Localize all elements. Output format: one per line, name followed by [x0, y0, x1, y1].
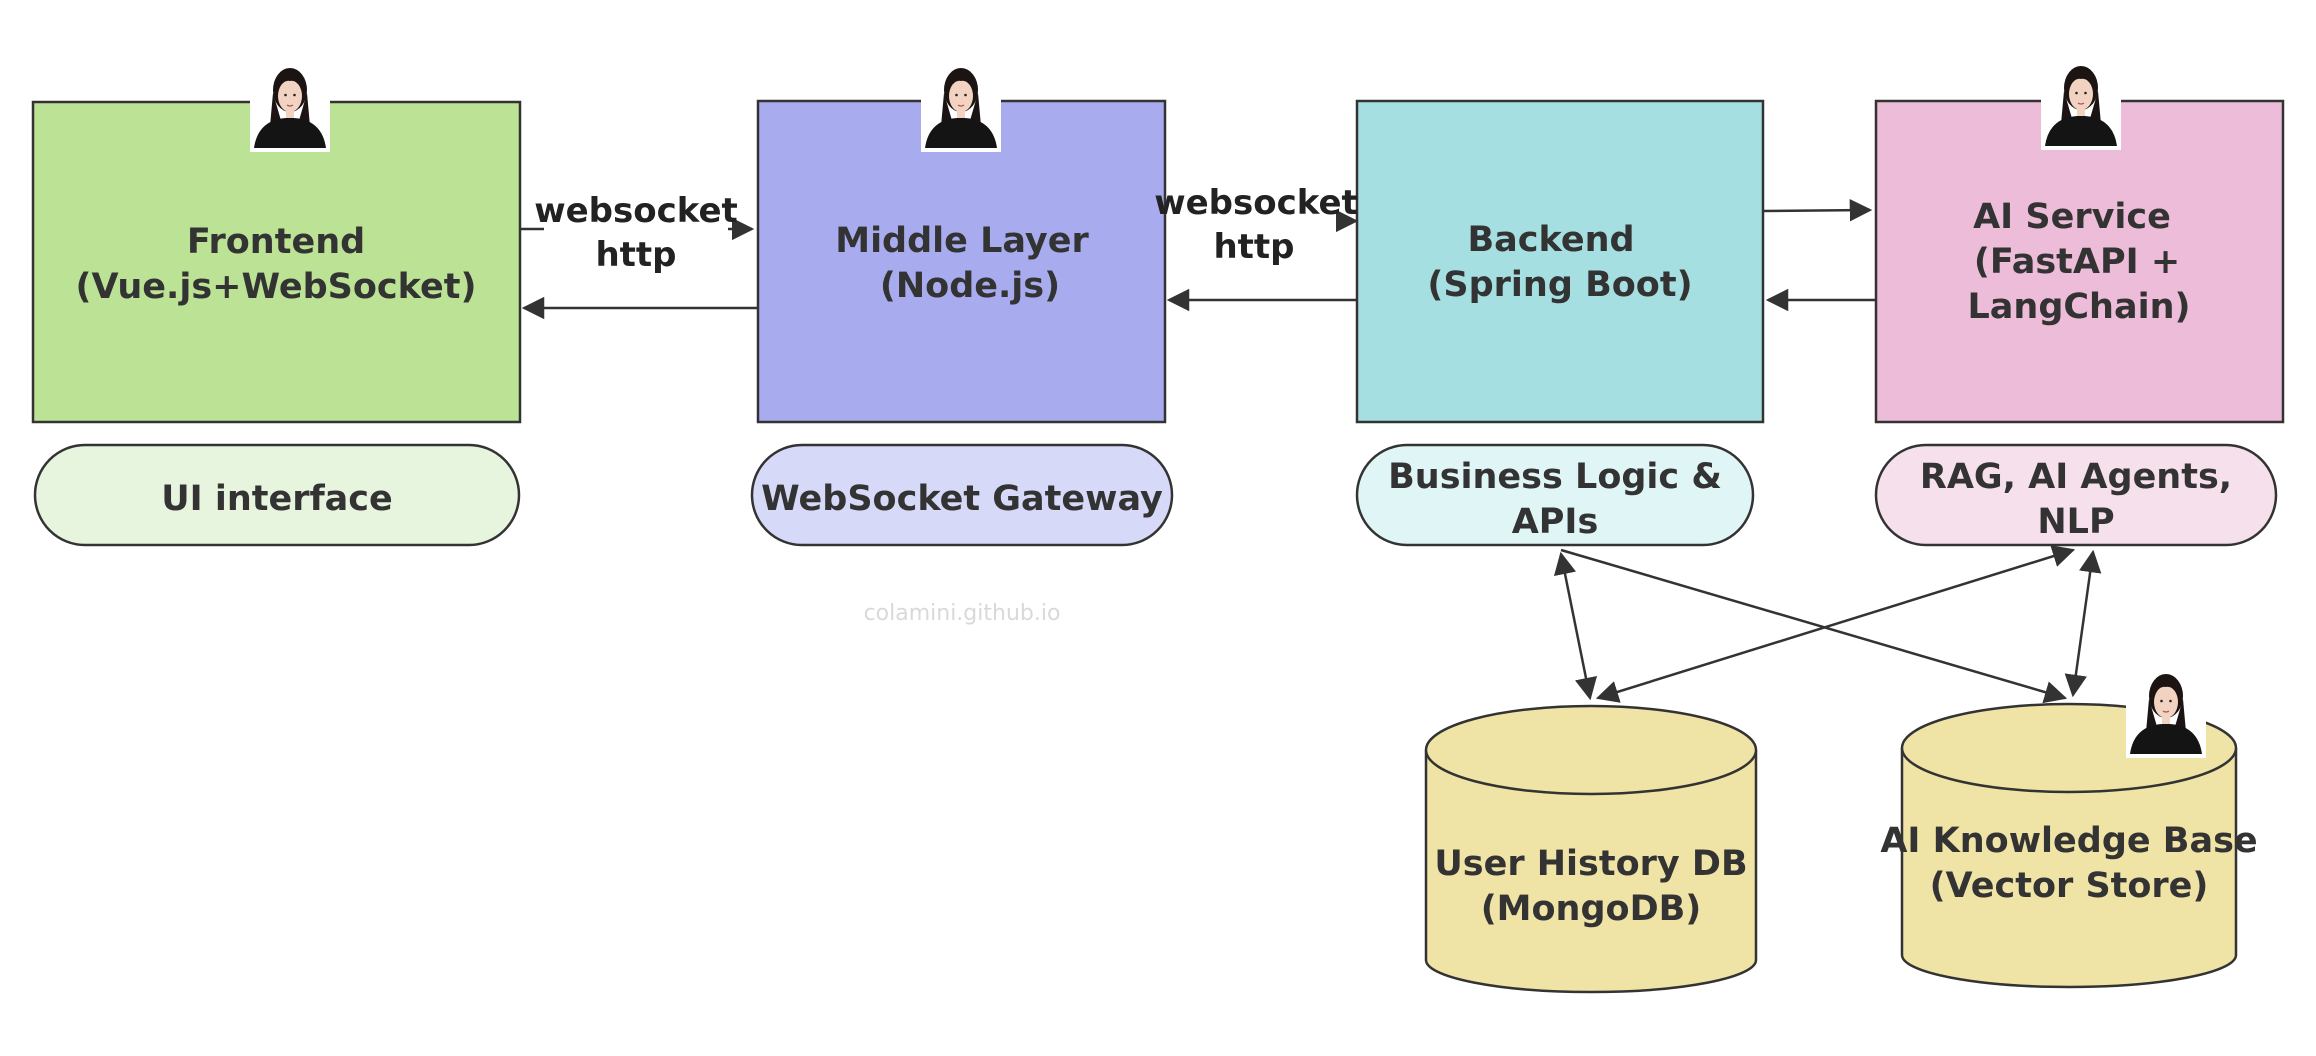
middle-layer-note-pill: [750, 443, 1174, 547]
frontend-title: Frontend: [187, 222, 365, 262]
edge-frontend-middle: websocket http: [520, 191, 758, 320]
avatar-frontend-icon: [249, 61, 331, 153]
frontend-note-pill: [33, 443, 521, 547]
user-history-db-top: [1424, 704, 1758, 796]
edge-middle-backend-label-1: websocket: [1154, 183, 1358, 223]
edge-backend-ai: [1762, 198, 1876, 312]
ai-service-note-text-2: NLP: [2037, 502, 2114, 542]
avatar-middle-icon: [920, 61, 1002, 153]
edge-frontend-middle-label-2: http: [595, 235, 676, 275]
middle-layer-node[interactable]: Middle Layer (Node.js): [756, 99, 1167, 424]
backend-box: [1355, 99, 1765, 424]
edge-frontend-middle-label-1: websocket: [534, 191, 738, 231]
edge-ai-kb: [2064, 549, 2102, 698]
ai-service-note-text-1: RAG, AI Agents,: [1920, 457, 2232, 497]
user-history-db-body: [1424, 750, 1758, 994]
ai-knowledge-base-title: AI Knowledge Base: [1880, 821, 2257, 861]
frontend-box: [31, 100, 522, 424]
middle-layer-subtitle: (Node.js): [880, 266, 1060, 306]
avatar-ai-icon: [2040, 59, 2122, 151]
middle-layer-note-text: WebSocket Gateway: [761, 479, 1163, 519]
backend-title: Backend: [1467, 220, 1634, 260]
edge-middle-backend-label-2: http: [1213, 227, 1294, 267]
frontend-note-text: UI interface: [161, 479, 393, 519]
edges-to-databases: [1553, 545, 2102, 704]
backend-note: Business Logic & APIs: [1355, 443, 1755, 547]
ai-service-note-pill: [1874, 443, 2278, 547]
backend-node[interactable]: Backend (Spring Boot): [1355, 99, 1765, 424]
ai-knowledge-base-body: [1900, 748, 2238, 989]
user-history-db-subtitle: (MongoDB): [1481, 889, 1702, 929]
ai-service-subtitle-2: LangChain): [1967, 287, 2190, 327]
ai-knowledge-base-subtitle: (Vector Store): [1930, 866, 2209, 906]
ai-service-subtitle: (FastAPI +: [1974, 242, 2180, 282]
edge-backend-to-ai: [1762, 198, 1873, 222]
avatar-knowledge-base-icon: [2125, 667, 2207, 759]
user-history-db-node[interactable]: User History DB (MongoDB): [1424, 704, 1758, 994]
frontend-note: UI interface: [33, 443, 521, 547]
edge-backend-kb: [1560, 548, 2068, 704]
backend-subtitle: (Spring Boot): [1427, 265, 1692, 305]
ai-service-note: RAG, AI Agents, NLP: [1874, 443, 2278, 547]
edge-backend-userdb: [1553, 551, 1598, 701]
backend-note-text-1: Business Logic &: [1388, 457, 1722, 497]
ai-service-title: AI Service: [1973, 197, 2171, 237]
edge-middle-backend: websocket http: [1154, 183, 1359, 312]
frontend-subtitle: (Vue.js+WebSocket): [76, 267, 477, 307]
user-history-db-title: User History DB: [1434, 844, 1747, 884]
backend-note-text-2: APIs: [1512, 502, 1599, 542]
middle-layer-title: Middle Layer: [835, 221, 1089, 261]
edge-ai-userdb: [1595, 545, 2076, 703]
middle-layer-note: WebSocket Gateway: [750, 443, 1174, 547]
backend-note-pill: [1355, 443, 1755, 547]
frontend-node[interactable]: Frontend (Vue.js+WebSocket): [31, 100, 522, 424]
watermark-text: colamini.github.io: [864, 601, 1061, 626]
middle-layer-box: [756, 99, 1167, 424]
